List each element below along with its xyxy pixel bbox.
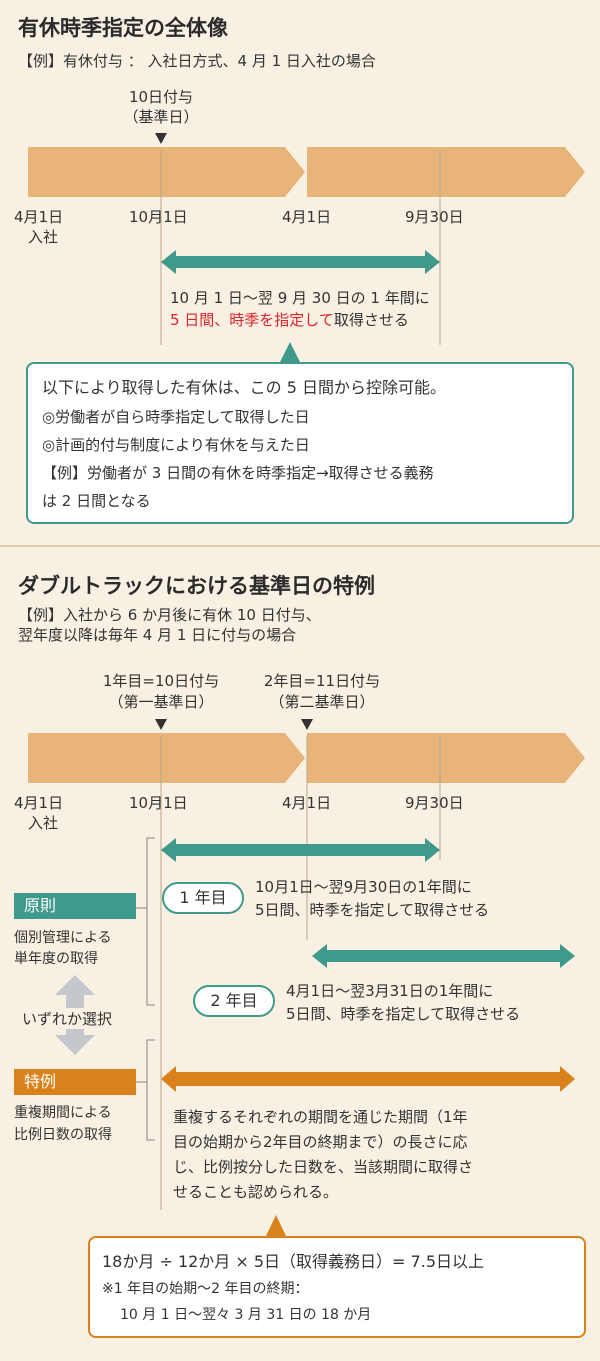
note-line-2: ◎労働者が自ら時季指定して取得した日 [42, 408, 310, 426]
marker1-label-line1: 1年目=10日付与 [102, 672, 220, 690]
special-text-line3: じ、比例按分した日数を、当該期間に取得さ [173, 1158, 474, 1176]
year2-pill: 2 年目 [193, 985, 275, 1017]
year1-text-line2: 5日間、時季を指定して取得させる [255, 901, 490, 919]
special-bracket [146, 1039, 155, 1141]
special-text-line4: せることも認められる。 [173, 1183, 339, 1201]
date-label-apr1-next: 4月1日 [282, 208, 332, 226]
principle-desc-line2: 単年度の取得 [14, 951, 98, 967]
special-desc-line2: 比例日数の取得 [14, 1127, 112, 1143]
special-arrow [161, 1066, 575, 1092]
callout-pointer [280, 342, 300, 362]
date-label-sep30: 9月30日 [405, 208, 464, 226]
note-line-4: 【例】労働者が 3 日間の有休を時季指定→取得させる義務 [42, 464, 434, 482]
year2-text-line1: 4月1日～翌3月31日の1年間に [286, 982, 494, 1000]
special-text-line1: 重複するそれぞれの期間を通じた期間（1年 [173, 1108, 468, 1126]
period-text-red: 5 日間、時季を指定して [170, 311, 334, 329]
timeline-bar-year2 [307, 147, 585, 197]
s2-date-label-oct1: 10月1日 [129, 794, 188, 812]
deduction-note-box: 以下により取得した有休は、この 5 日間から控除可能。 ◎労働者が自ら時季指定し… [26, 362, 574, 524]
note-line-5: は 2 日間となる [42, 492, 151, 510]
marker-label-line2: （基準日） [123, 108, 199, 126]
period-text-line1: 10 月 1 日～翌 9 月 30 日の 1 年間に [170, 289, 430, 307]
marker2-label-line1: 2年目=11日付与 [263, 672, 381, 690]
principle-tag: 原則 [14, 893, 136, 919]
timeline-bar-year1-s2 [28, 733, 305, 783]
section-divider [0, 545, 600, 547]
year2-text-line2: 5日間、時季を指定して取得させる [286, 1005, 521, 1023]
s2-date-label-apr1-next: 4月1日 [282, 794, 332, 812]
timeline-bar-year1 [28, 147, 305, 197]
year1-pill: 1 年目 [162, 882, 244, 914]
marker-triangle [155, 133, 167, 144]
choose-label: いずれか選択 [20, 1008, 115, 1029]
formula-box: 18か月 ÷ 12か月 × 5日（取得義務日）= 7.5日以上 ※1 年目の始期… [88, 1236, 586, 1338]
section2-example-line1: 【例】入社から 6 か月後に有休 10 日付与、 [18, 606, 321, 624]
principle-bracket [146, 837, 155, 1006]
date-label-apr1: 4月1日 [14, 208, 64, 226]
s2-date-label-sep30: 9月30日 [405, 794, 464, 812]
year1-text-line1: 10月1日～翌9月30日の1年間に [255, 878, 472, 896]
special-text-line2: 目の始期から2年目の終期まで）の長さに応 [173, 1133, 468, 1151]
formula-text: 18か月 ÷ 12か月 × 5日（取得義務日）= 7.5日以上 [102, 1252, 484, 1271]
principle-desc-line1: 個別管理による [14, 930, 112, 946]
year2-arrow [312, 944, 575, 968]
section1-title: 有休時季指定の全体像 [18, 16, 228, 40]
section1-example: 【例】有休付与 ： 入社日方式、4 月 1 日入社の場合 [18, 52, 376, 70]
date-label-oct1: 10月1日 [129, 208, 188, 226]
year1-arrow [161, 838, 440, 862]
period-text-line2: 5 日間、時季を指定して取得させる [170, 309, 409, 330]
marker-triangle-2 [301, 719, 313, 730]
period-arrow [161, 250, 440, 274]
marker2-label-line2: （第二基準日） [269, 693, 375, 711]
special-tag: 特例 [14, 1069, 136, 1095]
marker-triangle-1 [155, 719, 167, 730]
formula-note-line1: ※1 年目の始期～2 年目の終期： [102, 1281, 309, 1297]
note-line-3: ◎計画的付与制度により有休を与えた日 [42, 436, 310, 454]
marker-label-line1: 10日付与 [128, 88, 194, 106]
special-desc-line1: 重複期間による [14, 1105, 112, 1121]
marker1-label-line2: （第一基準日） [108, 693, 214, 711]
note-line-1: 以下により取得した有休は、この 5 日間から控除可能。 [42, 378, 447, 397]
section2-title: ダブルトラックにおける基準日の特例 [18, 574, 375, 598]
section2-example-line2: 翌年度以降は毎年 4 月 1 日に付与の場合 [18, 626, 297, 644]
join-label: 入社 [28, 228, 59, 246]
formula-pointer [266, 1215, 286, 1236]
s2-date-label-apr1: 4月1日 [14, 794, 64, 812]
timeline-bar-year2-s2 [307, 733, 585, 783]
s2-join-label: 入社 [28, 814, 59, 832]
formula-note-line2: 10 月 1 日～翌々 3 月 31 日の 18 か月 [120, 1307, 372, 1323]
period-text-black: 取得させる [333, 311, 409, 329]
